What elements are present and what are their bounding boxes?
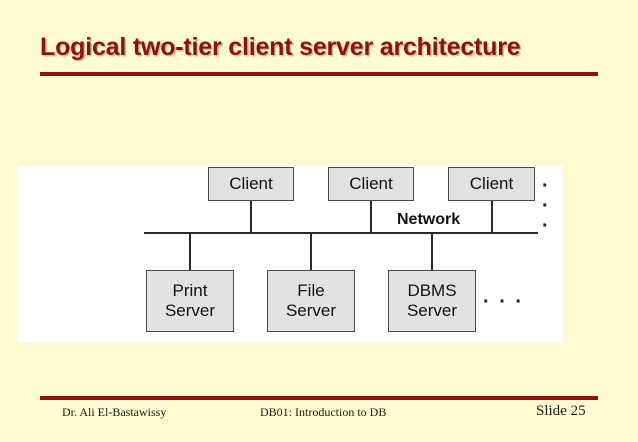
server-row-ellipsis: · · ·: [483, 291, 525, 313]
file-server-node: File Server: [267, 270, 355, 332]
network-bus-line: [144, 232, 538, 234]
client-node-1-label: Client: [229, 173, 273, 193]
footer-slide-number: Slide 25: [536, 403, 586, 419]
client-node-1: Client: [208, 167, 294, 201]
file-server-label-line2: Server: [285, 301, 337, 320]
client-node-2-label: Client: [349, 173, 393, 193]
architecture-diagram: Client Client Client · · · Network Print…: [18, 166, 563, 343]
print-server-connector: [189, 234, 191, 270]
print-server-label-line2: Server: [164, 301, 216, 320]
dbms-server-label-line2: Server: [406, 301, 458, 320]
file-server-connector: [310, 234, 312, 270]
footer-divider: [40, 396, 598, 400]
client-1-connector: [250, 201, 252, 233]
client-node-3: Client: [448, 167, 535, 201]
client-node-3-label: Client: [469, 173, 514, 193]
client-3-connector: [491, 201, 493, 233]
network-label: Network: [397, 211, 461, 228]
print-server-label-line1: Print: [172, 280, 208, 300]
print-server-node: Print Server: [146, 270, 234, 332]
client-row-ellipsis: · · ·: [542, 175, 551, 237]
footer-author: Dr. Ali El-Bastawissy: [62, 405, 167, 419]
footer-course: DB01: Introduction to DB: [260, 405, 387, 419]
page-title: Logical two-tier client server architect…: [40, 33, 521, 61]
client-2-connector: [370, 201, 372, 233]
dbms-server-label-line1: DBMS: [407, 280, 457, 300]
title-divider: [40, 72, 598, 76]
dbms-server-connector: [431, 234, 433, 270]
file-server-label-line1: File: [297, 280, 325, 300]
dbms-server-node: DBMS Server: [388, 270, 476, 332]
client-node-2: Client: [328, 167, 414, 201]
